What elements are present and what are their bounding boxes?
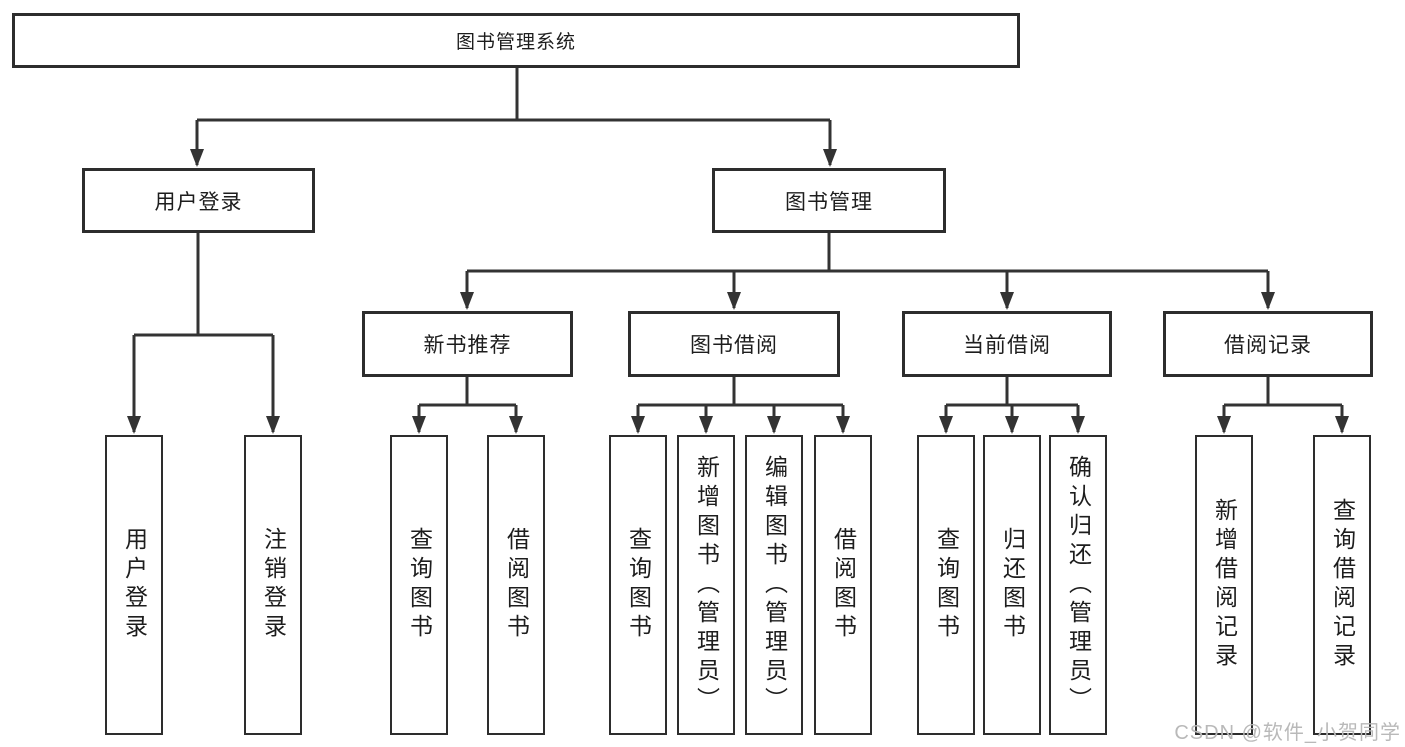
node-label: 查询借阅记录 — [1329, 498, 1356, 672]
csdn-watermark: CSDN @软件_小贺同学 — [1174, 722, 1401, 744]
node-label: 借阅图书 — [503, 527, 530, 643]
node-label: 查询图书 — [933, 527, 960, 643]
node-label: 归还图书 — [999, 527, 1026, 643]
leaf-add-borrow-record: 新增借阅记录 — [1195, 435, 1253, 735]
node-label: 确认归还（管理员） — [1065, 454, 1092, 716]
node-label: 图书借阅 — [690, 334, 778, 357]
leaf-confirm-return-admin: 确认归还（管理员） — [1049, 435, 1107, 735]
node-label: 用户登录 — [154, 190, 243, 214]
node-label: 注销登录 — [260, 527, 287, 643]
leaf-query-books-recommend: 查询图书 — [390, 435, 448, 735]
node-label: 新书推荐 — [423, 334, 512, 357]
node-label: 查询图书 — [406, 527, 433, 643]
node-user-login: 用户登录 — [82, 168, 315, 233]
node-label: 图书管理 — [785, 190, 873, 214]
node-label: 借阅记录 — [1224, 334, 1312, 357]
node-new-book-recommend: 新书推荐 — [362, 311, 573, 377]
node-label: 新增借阅记录 — [1211, 498, 1238, 672]
leaf-logout: 注销登录 — [244, 435, 302, 735]
node-book-management: 图书管理 — [712, 168, 946, 233]
leaf-query-books-current: 查询图书 — [917, 435, 975, 735]
node-label: 新增图书（管理员） — [693, 454, 720, 716]
leaf-query-borrow-record: 查询借阅记录 — [1313, 435, 1371, 735]
leaf-borrow-books: 借阅图书 — [814, 435, 872, 735]
node-label: 用户登录 — [121, 527, 148, 643]
node-label: 当前借阅 — [963, 334, 1051, 357]
node-current-borrowing: 当前借阅 — [902, 311, 1112, 377]
leaf-user-login: 用户登录 — [105, 435, 163, 735]
leaf-borrow-books-recommend: 借阅图书 — [487, 435, 545, 735]
leaf-add-book-admin: 新增图书（管理员） — [677, 435, 735, 735]
node-label: 借阅图书 — [830, 527, 857, 643]
node-library-management-system: 图书管理系统 — [12, 13, 1020, 68]
leaf-query-books-borrow: 查询图书 — [609, 435, 667, 735]
leaf-edit-book-admin: 编辑图书（管理员） — [745, 435, 803, 735]
node-label: 图书管理系统 — [455, 32, 576, 53]
node-borrowing-records: 借阅记录 — [1163, 311, 1373, 377]
leaf-return-books: 归还图书 — [983, 435, 1041, 735]
node-label: 查询图书 — [625, 527, 652, 643]
node-label: 编辑图书（管理员） — [761, 454, 788, 716]
node-book-borrowing: 图书借阅 — [628, 311, 840, 377]
